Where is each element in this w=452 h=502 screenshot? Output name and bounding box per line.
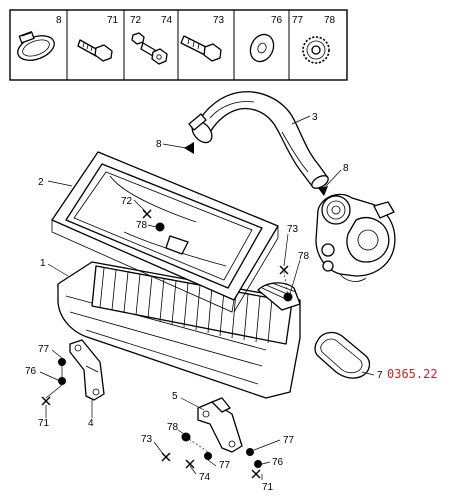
callout-77c: 77 [219, 460, 231, 471]
callout-labels: 3 8 8 2 72 78 73 78 1 7 77 76 71 4 5 73 … [25, 112, 383, 493]
dot-marker-76b [254, 460, 262, 468]
turbocharger [315, 193, 396, 282]
strip-number-73: 73 [213, 15, 225, 26]
strip-number-71: 71 [107, 15, 119, 26]
left-bracket [69, 339, 105, 401]
washer-icon [249, 33, 275, 63]
callout-78c: 78 [167, 422, 179, 433]
strip-number-77: 77 [292, 15, 304, 26]
callout-71a: 71 [38, 418, 50, 429]
callout-72: 72 [121, 196, 133, 207]
strip-number-8: 8 [56, 15, 62, 26]
air-intake-hose [188, 91, 329, 189]
strip-number-74: 74 [161, 15, 173, 26]
callout-5: 5 [172, 391, 178, 402]
fastener-markers [41, 142, 328, 479]
dot-marker-77a [58, 358, 66, 366]
bolt-icon [180, 35, 222, 62]
callout-71b: 71 [262, 482, 274, 493]
strip-number-76: 76 [271, 15, 283, 26]
callout-8a: 8 [156, 139, 162, 150]
callout-7: 7 [377, 370, 383, 381]
callout-78b: 78 [298, 251, 310, 262]
callout-74: 74 [199, 472, 211, 483]
callout-78a: 78 [136, 220, 148, 231]
arrow-marker-8b [318, 186, 328, 196]
arrow-marker-8a [184, 142, 194, 154]
hardware-strip: 8 71 72 74 73 [9, 9, 348, 81]
cross-marker-72 [142, 209, 152, 219]
hose-clamp-icon [17, 31, 55, 61]
callout-73b: 73 [141, 434, 153, 445]
callout-4: 4 [88, 418, 94, 429]
cross-marker-71a [41, 396, 51, 406]
callout-76b: 76 [272, 457, 284, 468]
cross-marker-74 [185, 459, 195, 469]
bolt-icon [77, 39, 113, 62]
outlet-gasket [314, 331, 371, 379]
callout-76a: 76 [25, 366, 37, 377]
dot-marker-76a [58, 377, 66, 385]
dot-marker-78a [155, 222, 165, 232]
airbox-housing [57, 261, 301, 399]
lower-bracket [197, 397, 243, 453]
reference-code: 0365.22 [387, 367, 438, 381]
cross-marker-71b [251, 469, 261, 479]
callout-2: 2 [38, 177, 44, 188]
filter-pleats [99, 267, 273, 344]
strip-number-72: 72 [130, 15, 142, 26]
callout-73a: 73 [287, 224, 299, 235]
callout-77a: 77 [38, 344, 50, 355]
callout-8b: 8 [343, 163, 349, 174]
callout-1: 1 [40, 258, 46, 269]
nut-icon [151, 48, 168, 65]
strip-number-78: 78 [324, 15, 336, 26]
cross-marker-73a [279, 265, 289, 275]
callout-77b: 77 [283, 435, 295, 446]
serrated-washer-icon [302, 36, 330, 64]
dot-marker-77b [246, 448, 254, 456]
callout-3: 3 [312, 112, 318, 123]
dot-marker-77c [204, 452, 212, 460]
leader-lines [39, 115, 375, 480]
